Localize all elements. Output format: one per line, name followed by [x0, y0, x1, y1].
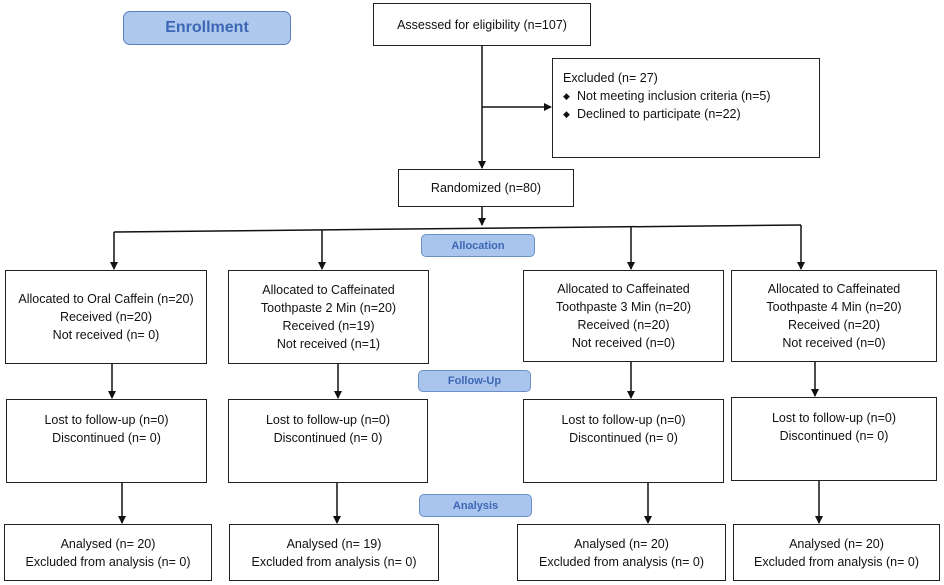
- allocation-line: Not received (n=0): [782, 336, 886, 350]
- arm4-allocation-box: Allocated to Caffeinated Toothpaste 4 Mi…: [731, 270, 937, 362]
- randomized-text: Randomized (n=80): [430, 181, 542, 195]
- excluded-reason: Declined to participate (n=22): [577, 107, 741, 121]
- analysis-line: Excluded from analysis (n= 0): [251, 554, 417, 569]
- analysis-line: Analysed (n= 20): [574, 536, 669, 551]
- excluded-title: Excluded (n= 27): [563, 71, 658, 85]
- followup-line: Lost to follow-up (n=0): [771, 411, 897, 425]
- arm1-followup-box: Lost to follow-up (n=0) Discontinued (n=…: [6, 399, 207, 483]
- arm2-followup-box: Lost to follow-up (n=0) Discontinued (n=…: [228, 399, 428, 483]
- allocation-line: Not received (n= 0): [52, 328, 160, 342]
- allocation-line: Toothpaste 3 Min (n=20): [555, 300, 692, 314]
- allocation-line: Not received (n=1): [276, 337, 381, 351]
- assessed-box: Assessed for eligibility (n=107): [373, 3, 591, 46]
- diamond-bullet-icon: ◆: [563, 109, 570, 119]
- followup-label: Follow-Up: [418, 370, 531, 392]
- arm2-analysis-box: Analysed (n= 19) Excluded from analysis …: [229, 524, 439, 581]
- allocation-line: Received (n=20): [59, 310, 153, 324]
- analysis-line: Excluded from analysis (n= 0): [538, 554, 704, 569]
- allocation-bar: [113, 224, 802, 233]
- analysis-label: Analysis: [419, 494, 532, 517]
- arm1-analysis-box: Analysed (n= 20) Excluded from analysis …: [4, 524, 212, 581]
- followup-line: Lost to follow-up (n=0): [44, 413, 169, 427]
- allocation-line: Received (n=20): [577, 318, 670, 332]
- allocation-line: Allocated to Oral Caffein (n=20): [18, 292, 194, 306]
- analysis-line: Analysed (n= 20): [789, 536, 884, 551]
- analysis-line: Analysed (n= 19): [286, 536, 382, 551]
- followup-line: Discontinued (n= 0): [52, 431, 161, 445]
- arm4-analysis-box: Analysed (n= 20) Excluded from analysis …: [733, 524, 940, 581]
- followup-line: Lost to follow-up (n=0): [265, 413, 391, 427]
- arm3-analysis-box: Analysed (n= 20) Excluded from analysis …: [517, 524, 726, 581]
- allocation-line: Toothpaste 4 Min (n=20): [766, 300, 902, 314]
- followup-line: Lost to follow-up (n=0): [561, 413, 686, 427]
- allocation-label: Allocation: [421, 234, 535, 257]
- arm3-allocation-box: Allocated to Caffeinated Toothpaste 3 Mi…: [523, 270, 724, 362]
- arm2-allocation-box: Allocated to Caffeinated Toothpaste 2 Mi…: [228, 270, 429, 364]
- allocation-line: Not received (n=0): [571, 336, 676, 350]
- allocation-line: Toothpaste 2 Min (n=20): [260, 301, 397, 315]
- allocation-line: Allocated to Caffeinated: [262, 283, 395, 297]
- allocation-line: Allocated to Caffeinated: [557, 282, 690, 296]
- analysis-line: Excluded from analysis (n= 0): [753, 554, 919, 569]
- allocation-line: Received (n=20): [787, 318, 881, 332]
- diamond-bullet-icon: ◆: [563, 91, 570, 101]
- enrollment-label: Enrollment: [123, 11, 291, 45]
- followup-line: Discontinued (n= 0): [569, 431, 678, 445]
- excluded-reason: Not meeting inclusion criteria (n=5): [577, 89, 771, 103]
- allocation-line: Allocated to Caffeinated: [767, 282, 901, 296]
- arm3-followup-box: Lost to follow-up (n=0) Discontinued (n=…: [523, 399, 724, 483]
- assessed-text: Assessed for eligibility (n=107): [397, 17, 567, 32]
- excluded-item: ◆ Not meeting inclusion criteria (n=5): [563, 87, 819, 105]
- analysis-line: Analysed (n= 20): [60, 536, 156, 551]
- followup-line: Discontinued (n= 0): [779, 429, 889, 443]
- excluded-box: Excluded (n= 27) ◆ Not meeting inclusion…: [552, 58, 820, 158]
- arm1-allocation-box: Allocated to Oral Caffein (n=20) Receive…: [5, 270, 207, 364]
- randomized-box: Randomized (n=80): [398, 169, 574, 207]
- arm4-followup-box: Lost to follow-up (n=0) Discontinued (n=…: [731, 397, 937, 481]
- excluded-item: ◆ Declined to participate (n=22): [563, 105, 819, 123]
- analysis-line: Excluded from analysis (n= 0): [25, 554, 191, 569]
- allocation-line: Received (n=19): [282, 319, 375, 333]
- followup-line: Discontinued (n= 0): [273, 431, 383, 445]
